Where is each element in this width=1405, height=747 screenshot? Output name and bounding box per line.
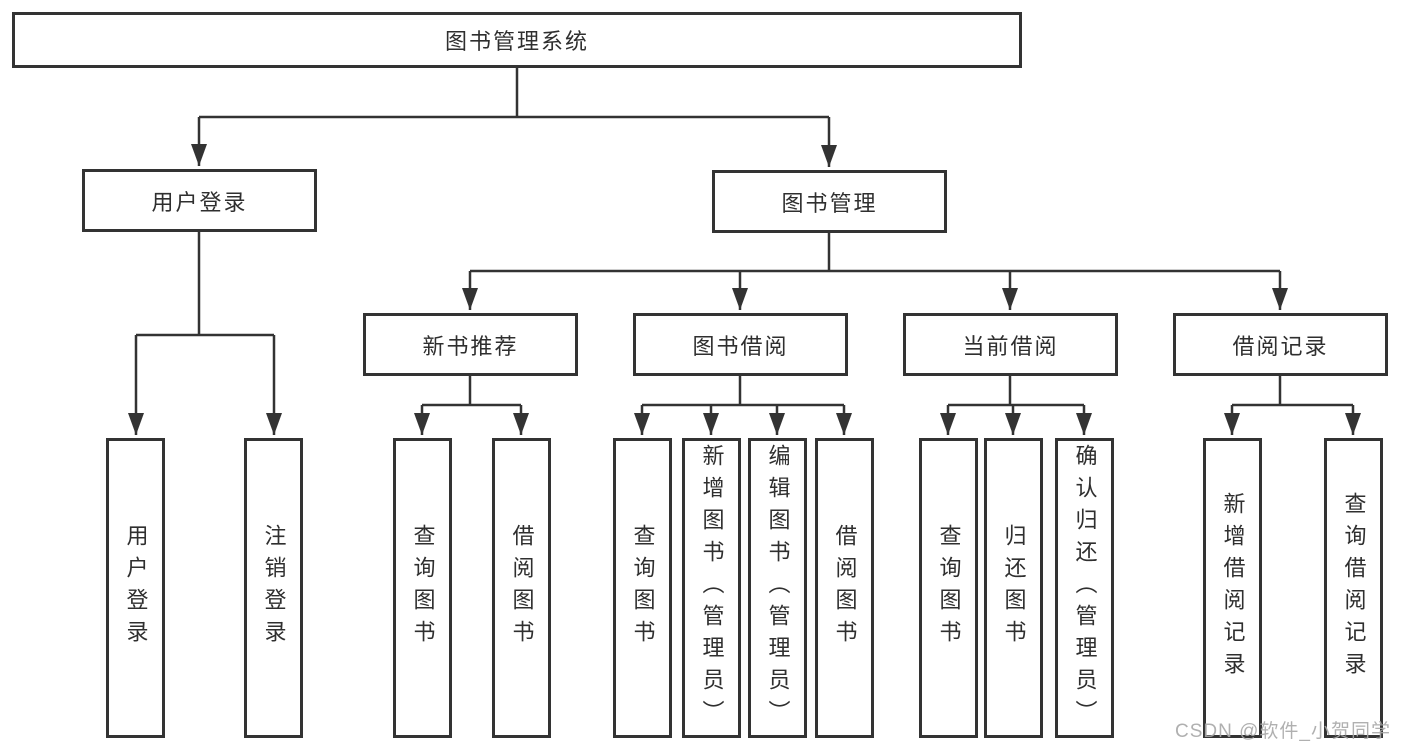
node-current-borrow-label: 当前借阅 xyxy=(962,333,1059,359)
node-new-book-recommend: 新书推荐 xyxy=(363,313,578,376)
leaf-borrow-book: 借阅图书 xyxy=(815,438,874,738)
csdn-watermark: CSDN @软件_小贺同学 xyxy=(1175,721,1391,742)
node-book-borrow: 图书借阅 xyxy=(633,313,848,376)
leaf-query-book-recommend: 查询图书 xyxy=(393,438,452,738)
leaf-add-borrow-record: 新增借阅记录 xyxy=(1203,438,1262,738)
node-borrow-record-label: 借阅记录 xyxy=(1232,333,1329,359)
leaf-return-book: 归还图书 xyxy=(984,438,1043,738)
leaf-add-book-admin: 新增图书（管理员） xyxy=(682,438,741,738)
leaf-confirm-return-admin: 确认归还（管理员） xyxy=(1055,438,1114,738)
leaf-logout: 注销登录 xyxy=(244,438,303,738)
node-root: 图书管理系统 xyxy=(12,12,1022,68)
leaf-user-login: 用户登录 xyxy=(106,438,165,738)
node-borrow-record: 借阅记录 xyxy=(1173,313,1388,376)
node-user-login: 用户登录 xyxy=(82,169,317,232)
leaf-borrow-book-recommend: 借阅图书 xyxy=(492,438,551,738)
node-root-label: 图书管理系统 xyxy=(444,29,589,54)
leaf-query-book-current: 查询图书 xyxy=(919,438,978,738)
node-current-borrow: 当前借阅 xyxy=(903,313,1118,376)
node-new-book-recommend-label: 新书推荐 xyxy=(422,333,519,359)
node-user-login-label: 用户登录 xyxy=(151,189,248,215)
node-book-management: 图书管理 xyxy=(712,170,947,233)
node-book-borrow-label: 图书借阅 xyxy=(692,333,789,359)
leaf-query-borrow-record: 查询借阅记录 xyxy=(1324,438,1383,738)
node-book-management-label: 图书管理 xyxy=(781,190,878,216)
leaf-edit-book-admin: 编辑图书（管理员） xyxy=(748,438,807,738)
leaf-query-book-borrow: 查询图书 xyxy=(613,438,672,738)
